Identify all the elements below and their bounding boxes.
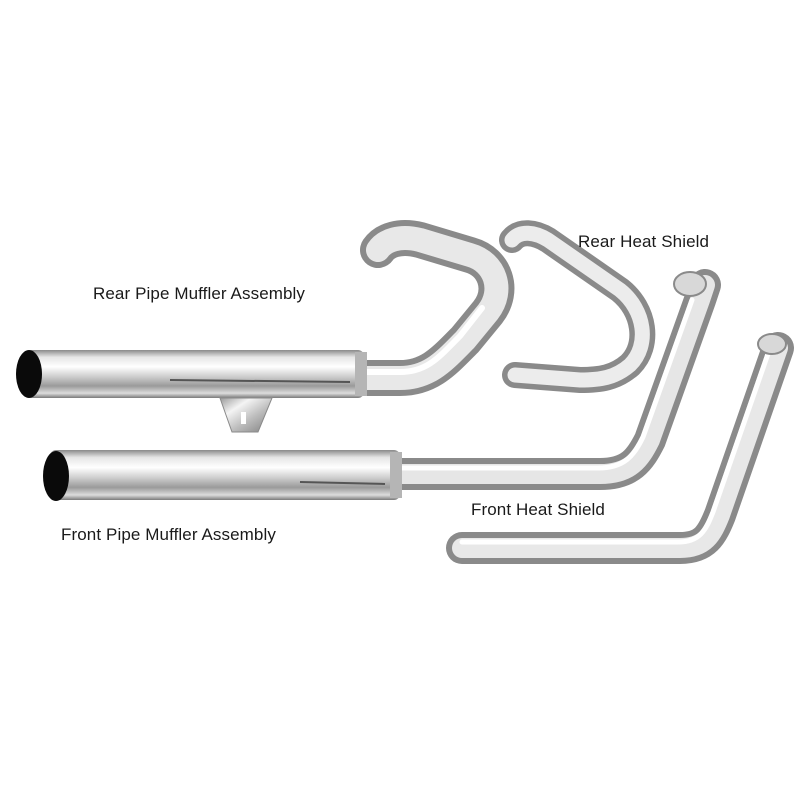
rear-heat-shield — [499, 220, 656, 394]
label-front-heat-shield: Front Heat Shield — [471, 500, 605, 519]
label-rear-heat-shield: Rear Heat Shield — [578, 232, 710, 251]
rear-pipe-muffler-assembly — [16, 220, 515, 433]
label-rear-pipe-muffler-assembly: Rear Pipe Muffler Assembly — [93, 284, 306, 303]
label-front-pipe-muffler-assembly: Front Pipe Muffler Assembly — [61, 525, 276, 544]
front-pipe-muffler-assembly — [43, 269, 721, 501]
front-heat-shield — [446, 332, 794, 564]
